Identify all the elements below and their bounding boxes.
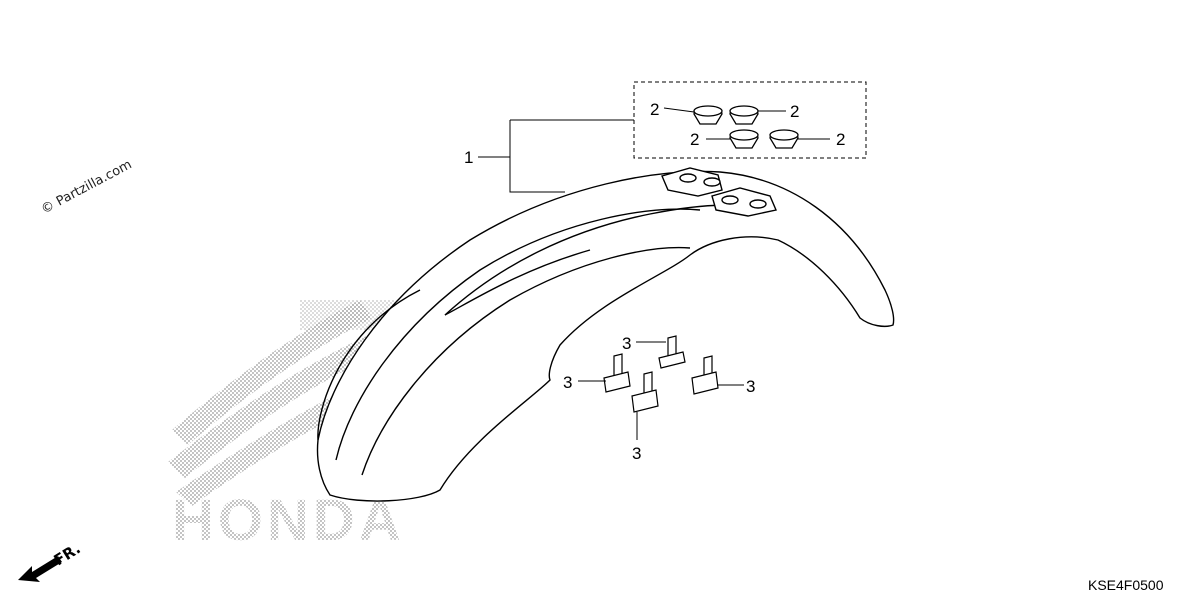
callout-2b-label: 2	[790, 102, 799, 121]
callout-2a-label: 2	[650, 100, 659, 119]
callout-2c-label: 2	[690, 130, 699, 149]
bolt-a	[658, 335, 686, 369]
grommet-part-2	[693, 105, 799, 149]
callout-2d-label: 2	[836, 130, 845, 149]
front-fender	[316, 167, 895, 502]
grommet-a	[693, 105, 723, 125]
bolt-d	[691, 355, 719, 395]
grommet-c	[729, 129, 759, 149]
bolt-b	[603, 353, 631, 393]
grommet-d	[769, 129, 799, 149]
diagram-code: KSE4F0500	[1088, 577, 1164, 593]
front-direction-arrow: FR.	[18, 539, 84, 582]
kit-group	[478, 81, 867, 193]
callout-3b-label: 3	[563, 373, 572, 392]
bolt-c	[631, 371, 659, 413]
bolt-part-3	[603, 335, 719, 413]
grommet-leaders	[663, 107, 830, 140]
callout-3a-label: 3	[622, 334, 631, 353]
bolt-leaders	[578, 341, 744, 440]
callout-3d-label: 3	[746, 377, 755, 396]
watermark-text: © Partzilla.com	[39, 157, 135, 217]
grommet-b	[729, 105, 759, 125]
callout-3c-label: 3	[632, 444, 641, 463]
callout-1-label: 1	[464, 148, 473, 167]
